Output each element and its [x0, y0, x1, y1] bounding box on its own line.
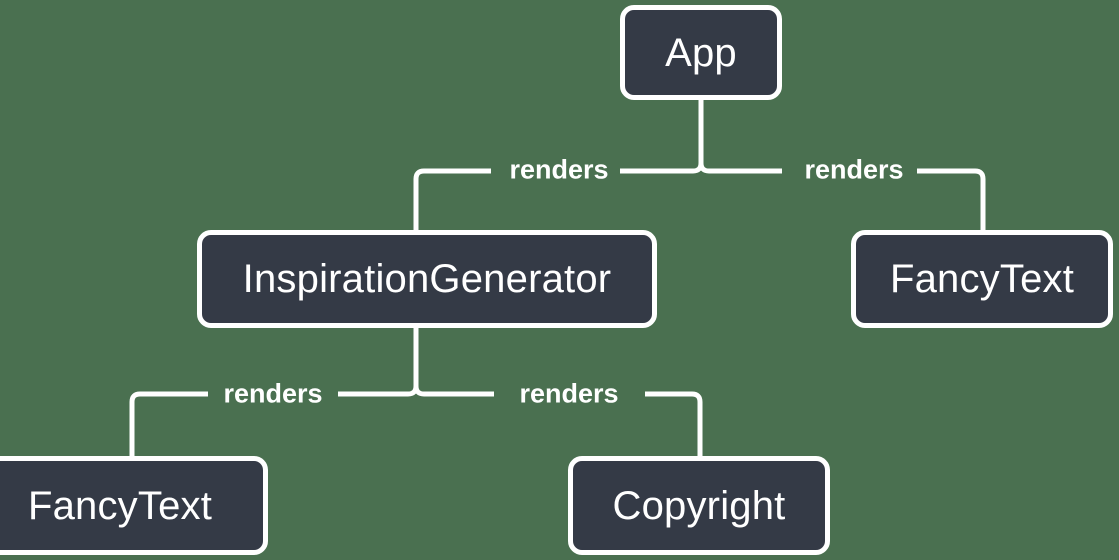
edge-app-stem-right	[698, 162, 782, 174]
node-copyright[interactable]: Copyright	[568, 456, 830, 555]
edge-inspgen-stem	[338, 328, 419, 397]
node-app-label: App	[665, 30, 737, 75]
node-inspiration-generator-label: InspirationGenerator	[242, 257, 612, 301]
edge-label-inspgen-copyright: renders	[519, 378, 619, 409]
node-app[interactable]: App	[620, 5, 782, 100]
node-inspiration-generator[interactable]: InspirationGenerator	[197, 230, 657, 328]
edge-app-inspgen	[413, 168, 491, 230]
node-fancy-text-left-label: FancyText	[27, 483, 213, 528]
edge-app-fancy-right	[917, 168, 986, 230]
edge-app-stem	[620, 100, 704, 174]
edge-inspgen-copyright	[645, 391, 703, 456]
edge-inspgen-stem-right	[413, 385, 494, 397]
node-fancy-text-left[interactable]: FancyText	[0, 456, 268, 555]
edge-label-inspgen-fancy-left: renders	[223, 378, 323, 409]
edge-label-app-fancy-right: renders	[804, 154, 904, 185]
node-fancy-text-right[interactable]: FancyText	[851, 230, 1113, 328]
node-fancy-text-right-label: FancyText	[889, 257, 1075, 301]
edge-label-app-inspgen: renders	[509, 154, 609, 185]
node-copyright-label: Copyright	[612, 483, 786, 528]
edge-inspgen-fancy-left	[129, 391, 208, 456]
